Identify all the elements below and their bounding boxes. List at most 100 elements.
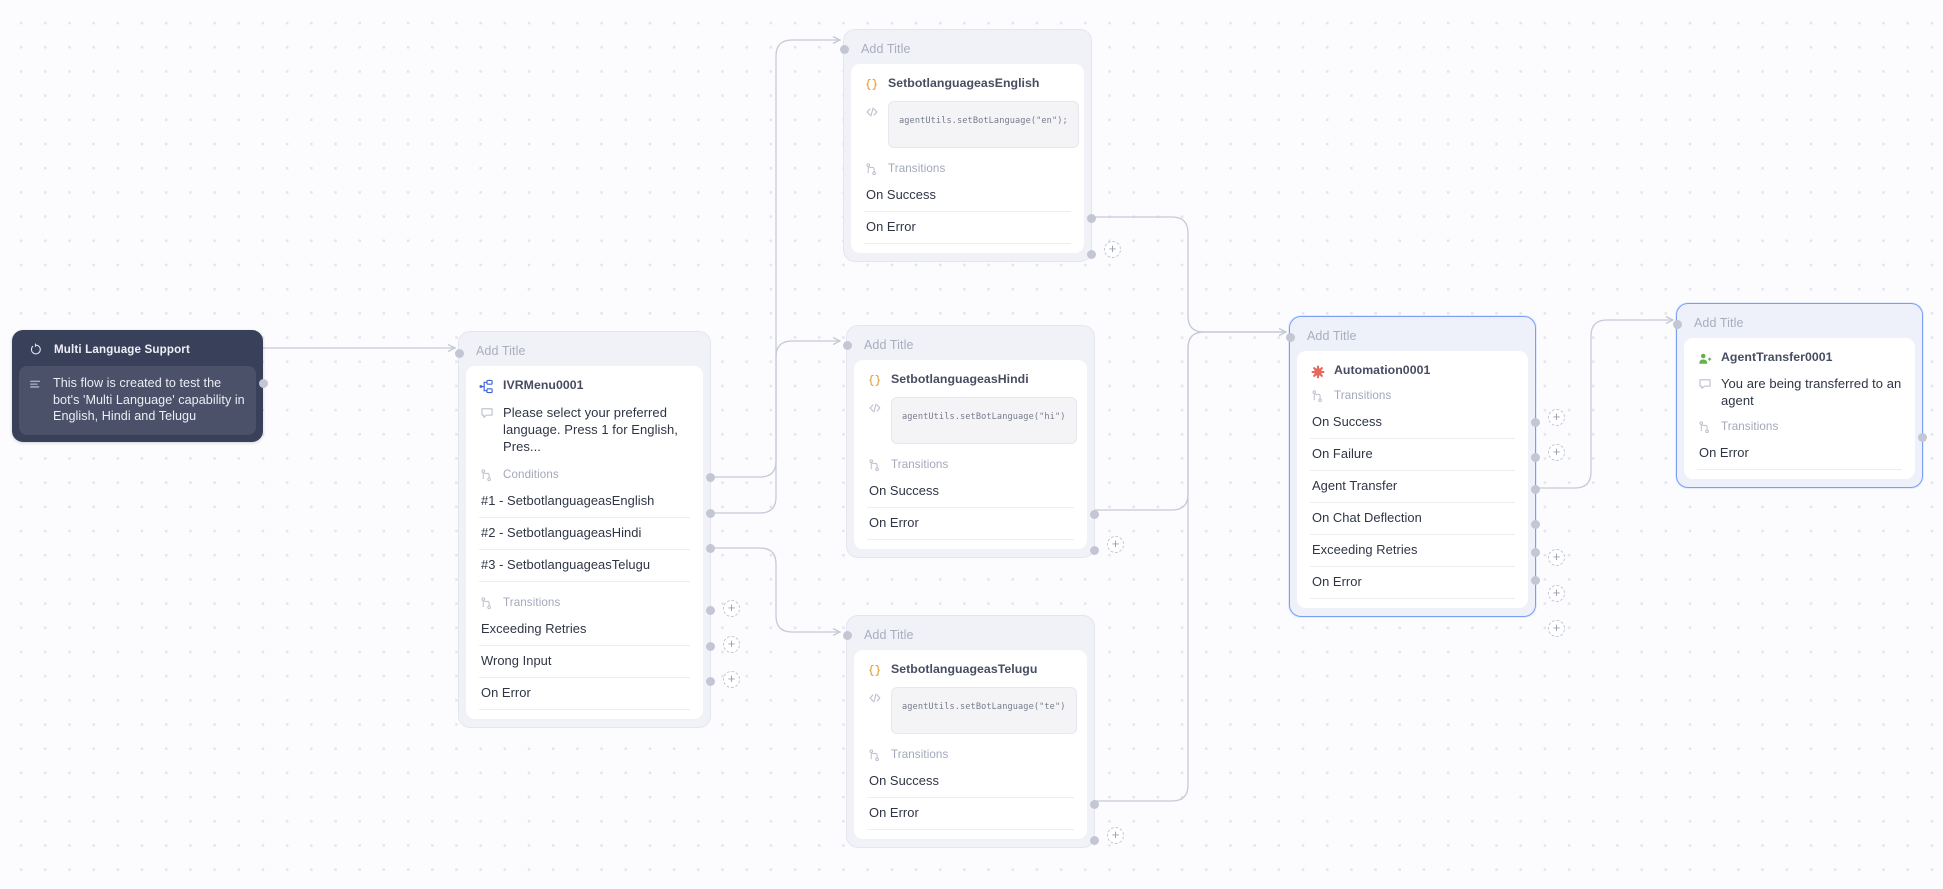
- ivrmenu-input-port[interactable]: [454, 349, 464, 358]
- agenttransfer-error-port[interactable]: [1917, 433, 1927, 442]
- branch-icon: [1310, 389, 1325, 404]
- add-node-button[interactable]: [1548, 444, 1565, 461]
- node-code-row: agentUtils.setBotLanguage("te"): [867, 687, 1077, 734]
- script-code: agentUtils.setBotLanguage("te"): [902, 702, 1066, 712]
- add-node-button[interactable]: [1107, 827, 1124, 844]
- transition-item[interactable]: On Error: [1310, 567, 1515, 599]
- script-code: agentUtils.setBotLanguage("hi"): [902, 412, 1066, 422]
- transitions-label: Transitions: [1334, 389, 1392, 402]
- ivrmenu-transition-port-3[interactable]: [705, 677, 715, 686]
- transitions-label-row: Transitions: [479, 595, 690, 611]
- transition-item[interactable]: On Error: [1697, 438, 1902, 470]
- transition-item[interactable]: Exceeding Retries: [479, 614, 690, 646]
- transition-item[interactable]: On Failure: [1310, 439, 1515, 471]
- add-node-button[interactable]: [1548, 620, 1565, 637]
- transition-item[interactable]: On Chat Deflection: [1310, 503, 1515, 535]
- add-node-button[interactable]: [723, 671, 740, 688]
- add-node-button[interactable]: [1104, 241, 1121, 258]
- node-name-row: SetbotlanguageasTelugu: [867, 662, 1074, 678]
- node-prompt-text: Please select your preferred language. P…: [503, 405, 678, 454]
- node-setbotlanguageastelugu[interactable]: Add Title SetbotlanguageasTelugu: [842, 615, 1099, 848]
- transitions-list: On Success On Error: [867, 476, 1074, 540]
- add-node-button[interactable]: [1548, 549, 1565, 566]
- message-bubble-icon: [1697, 376, 1712, 391]
- add-node-button[interactable]: [1548, 409, 1565, 426]
- condition-item[interactable]: #3 - SetbotlanguageasTelugu: [479, 550, 690, 582]
- transition-item[interactable]: On Error: [479, 678, 690, 710]
- agenttransfer-input-port[interactable]: [1672, 320, 1682, 329]
- add-node-button[interactable]: [1107, 536, 1124, 553]
- node-name: IVRMenu0001: [503, 378, 584, 392]
- transition-item[interactable]: Wrong Input: [479, 646, 690, 678]
- node-body: SetbotlanguageasTelugu agentUtils.setBot…: [854, 650, 1087, 839]
- telugu-success-port[interactable]: [1089, 800, 1099, 809]
- node-ivrmenu0001[interactable]: Add Title IVRMenu0001: [454, 331, 715, 728]
- automation-chat-deflection-port[interactable]: [1530, 520, 1540, 529]
- node-title-placeholder[interactable]: Add Title: [476, 344, 526, 358]
- note-header: Multi Language Support: [19, 337, 256, 366]
- add-node-button[interactable]: [723, 600, 740, 617]
- automation-success-port[interactable]: [1530, 418, 1540, 427]
- transition-item[interactable]: Agent Transfer: [1310, 471, 1515, 503]
- note-output-port[interactable]: [258, 379, 268, 388]
- script-code-box[interactable]: agentUtils.setBotLanguage("te"): [891, 687, 1077, 734]
- node-title-placeholder[interactable]: Add Title: [864, 628, 914, 642]
- node-prompt-text: You are being transferred to an agent: [1721, 376, 1902, 408]
- hindi-error-port[interactable]: [1089, 546, 1099, 555]
- hindi-input-port[interactable]: [842, 341, 852, 350]
- transitions-label: Transitions: [891, 458, 949, 471]
- multi-language-support-note[interactable]: Multi Language Support This flow is crea…: [12, 330, 268, 442]
- automation-error-port[interactable]: [1530, 576, 1540, 585]
- transition-item[interactable]: On Error: [867, 798, 1074, 830]
- script-code-box[interactable]: agentUtils.setBotLanguage("en");: [888, 101, 1079, 148]
- automation-input-port[interactable]: [1285, 333, 1295, 342]
- ivrmenu-condition-port-1[interactable]: [705, 473, 715, 482]
- automation-agent-transfer-port[interactable]: [1530, 485, 1540, 494]
- ivrmenu-condition-port-2[interactable]: [705, 509, 715, 518]
- telugu-input-port[interactable]: [842, 631, 852, 640]
- node-title-placeholder[interactable]: Add Title: [861, 42, 911, 56]
- automation-failure-port[interactable]: [1530, 453, 1540, 462]
- node-code-row: agentUtils.setBotLanguage("en");: [864, 101, 1079, 148]
- automation-exceeding-retries-port[interactable]: [1530, 548, 1540, 557]
- transition-item[interactable]: On Success: [867, 476, 1074, 508]
- node-title-placeholder[interactable]: Add Title: [1694, 316, 1744, 330]
- transition-item[interactable]: Exceeding Retries: [1310, 535, 1515, 567]
- branch-icon: [1697, 420, 1712, 435]
- add-node-button[interactable]: [723, 636, 740, 653]
- english-success-port[interactable]: [1086, 214, 1096, 223]
- curly-braces-icon: [867, 373, 882, 388]
- transition-item[interactable]: On Success: [867, 766, 1074, 798]
- branch-icon: [479, 468, 494, 483]
- script-code-box[interactable]: agentUtils.setBotLanguage("hi"): [891, 397, 1077, 444]
- telugu-error-port[interactable]: [1089, 836, 1099, 845]
- node-body: SetbotlanguageasEnglish agentUtils.setBo…: [851, 64, 1084, 253]
- node-name: SetbotlanguageasEnglish: [888, 76, 1040, 90]
- note-body: This flow is created to test the bot's '…: [19, 366, 256, 435]
- ivrmenu-transition-port-2[interactable]: [705, 642, 715, 651]
- transition-item[interactable]: On Error: [864, 212, 1071, 244]
- node-body: AgentTransfer0001 You are being transfer…: [1684, 338, 1915, 479]
- node-title-placeholder[interactable]: Add Title: [1307, 329, 1357, 343]
- ivrmenu-condition-port-3[interactable]: [705, 544, 715, 553]
- transition-item[interactable]: On Success: [864, 180, 1071, 212]
- add-node-button[interactable]: [1548, 585, 1565, 602]
- node-title-placeholder[interactable]: Add Title: [864, 338, 914, 352]
- english-input-port[interactable]: [839, 45, 849, 54]
- node-setbotlanguageashindi[interactable]: Add Title SetbotlanguageasHindi: [842, 325, 1099, 558]
- node-name: SetbotlanguageasHindi: [891, 372, 1029, 386]
- condition-item[interactable]: #1 - SetbotlanguageasEnglish: [479, 486, 690, 518]
- transitions-label: Transitions: [888, 162, 946, 175]
- node-name: Automation0001: [1334, 363, 1431, 377]
- condition-item[interactable]: #2 - SetbotlanguageasHindi: [479, 518, 690, 550]
- ivrmenu-transition-port-1[interactable]: [705, 606, 715, 615]
- node-automation0001[interactable]: Add Title: [1285, 316, 1540, 617]
- node-setbotlanguageasenglish[interactable]: Add Title SetbotlanguageasEnglish: [839, 29, 1096, 262]
- english-error-port[interactable]: [1086, 250, 1096, 259]
- transition-item[interactable]: On Success: [1310, 407, 1515, 439]
- transition-item[interactable]: On Error: [867, 508, 1074, 540]
- transitions-list: On Success On Error: [867, 766, 1074, 830]
- node-agenttransfer0001[interactable]: Add Title AgentTransfer0001: [1672, 303, 1927, 488]
- hindi-success-port[interactable]: [1089, 510, 1099, 519]
